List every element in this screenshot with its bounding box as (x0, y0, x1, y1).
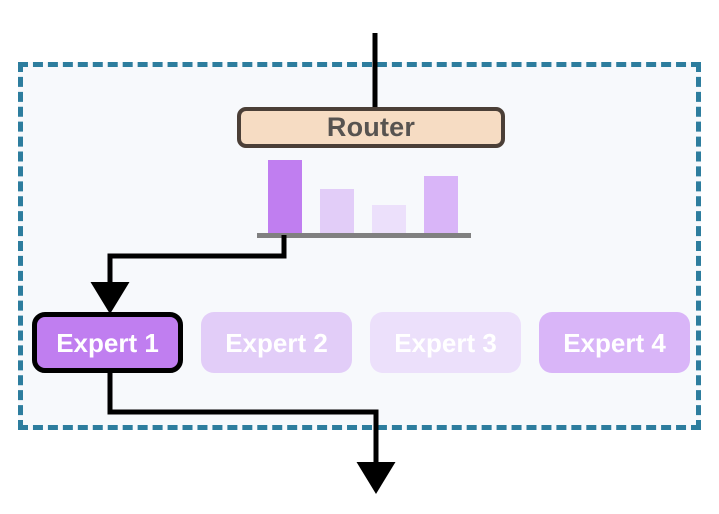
router-label: Router (326, 112, 416, 142)
gate-bars (257, 160, 471, 233)
gate-bar-2 (320, 189, 354, 233)
router-node[interactable]: Router (237, 107, 505, 148)
gate-bar-3 (372, 205, 406, 233)
gate-bar-1 (268, 160, 302, 233)
expert-label-1: Expert 1 (56, 327, 159, 358)
expert-label-3: Expert 3 (394, 327, 497, 358)
expert-node-2[interactable]: Expert 2 (201, 312, 352, 373)
expert-label-2: Expert 2 (225, 327, 328, 358)
gate-baseline (257, 233, 471, 238)
expert-label-4: Expert 4 (563, 327, 666, 358)
router-gate-histogram (257, 160, 471, 238)
expert-node-3[interactable]: Expert 3 (370, 312, 521, 373)
gate-bar-4 (424, 176, 458, 233)
expert-node-4[interactable]: Expert 4 (539, 312, 690, 373)
expert-node-1[interactable]: Expert 1 (32, 312, 183, 373)
